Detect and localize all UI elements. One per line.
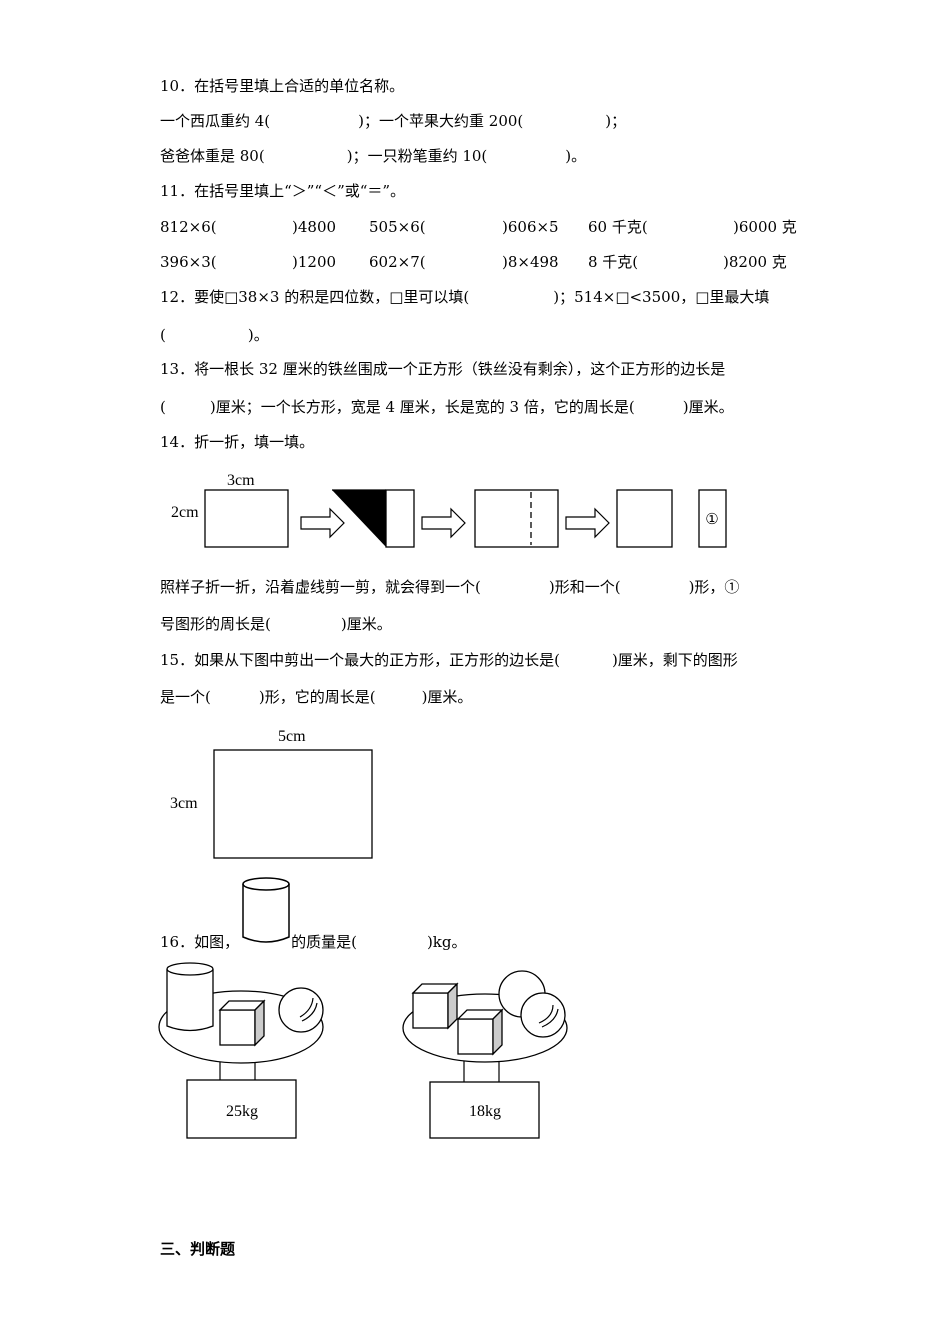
q13-line2: ()厘米；一个长方形，宽是 4 厘米，长是宽的 3 倍，它的周长是()厘米。 (160, 398, 734, 416)
section-title: 三、判断题 (160, 1240, 236, 1258)
cube-icon (411, 982, 459, 1030)
q12-line1: 12．要使□38×3 的积是四位数，□里可以填()；514×□<3500，□里最… (160, 288, 770, 306)
scale-reading: 25kg (226, 1103, 258, 1120)
ball-icon (520, 992, 566, 1038)
piece-1-label: ① (705, 510, 718, 528)
height-label: 3cm (170, 795, 198, 812)
piece-1 (698, 489, 727, 548)
q15-line2: 是一个()形，它的周长是()厘米。 (160, 688, 473, 706)
cylinder-icon (242, 877, 290, 943)
arrow-icon (300, 507, 345, 539)
q10-line1: 一个西瓜重约 4()；一个苹果大约重 200()； (160, 112, 627, 130)
q14-line2: 号图形的周长是()厘米。 (160, 615, 392, 633)
q15-line1: 15．如果从下图中剪出一个最大的正方形，正方形的边长是()厘米，剩下的图形 (160, 651, 738, 669)
square-piece (616, 489, 673, 548)
unfolded-paper-with-cut-line (474, 489, 559, 548)
q14-folding-figure: 3cm 2cm ① (171, 472, 727, 548)
width-label: 3cm (227, 472, 255, 489)
q11-title: 11．在括号里填上“＞”“＜”或“＝”。 (160, 182, 406, 200)
q10-title: 10．在括号里填上合适的单位名称。 (160, 77, 405, 95)
paper-rectangle (204, 489, 289, 548)
scale-2: 18kg (402, 970, 568, 1139)
ball-icon (278, 987, 324, 1033)
q13-line1: 13．将一根长 32 厘米的铁丝围成一个正方形（铁丝没有剩余），这个正方形的边长… (160, 360, 726, 378)
folded-paper (332, 489, 415, 548)
cylinder-icon (166, 962, 214, 1032)
q12-line2: ()。 (160, 326, 269, 344)
q14-title: 14．折一折，填一填。 (160, 433, 315, 451)
q16-question: 16．如图，的质量是()kg。 (160, 933, 467, 951)
q15-rectangle-figure: 5cm 3cm (170, 728, 373, 859)
cube-icon (218, 999, 266, 1047)
arrow-icon (421, 507, 466, 539)
height-label: 2cm (171, 504, 199, 521)
scale-base (186, 1079, 297, 1139)
arrow-icon (565, 507, 610, 539)
scale-reading: 18kg (469, 1103, 501, 1120)
scale-base (429, 1081, 540, 1139)
scale-1: 25kg (158, 962, 324, 1139)
cube-icon (456, 1008, 504, 1056)
q14-line1: 照样子折一折，沿着虚线剪一剪，就会得到一个()形和一个()形，① (160, 578, 740, 596)
width-label: 5cm (278, 728, 306, 745)
rectangle-5x3 (213, 749, 373, 859)
q10-line2: 爸爸体重是 80()；一只粉笔重约 10()。 (160, 147, 587, 165)
